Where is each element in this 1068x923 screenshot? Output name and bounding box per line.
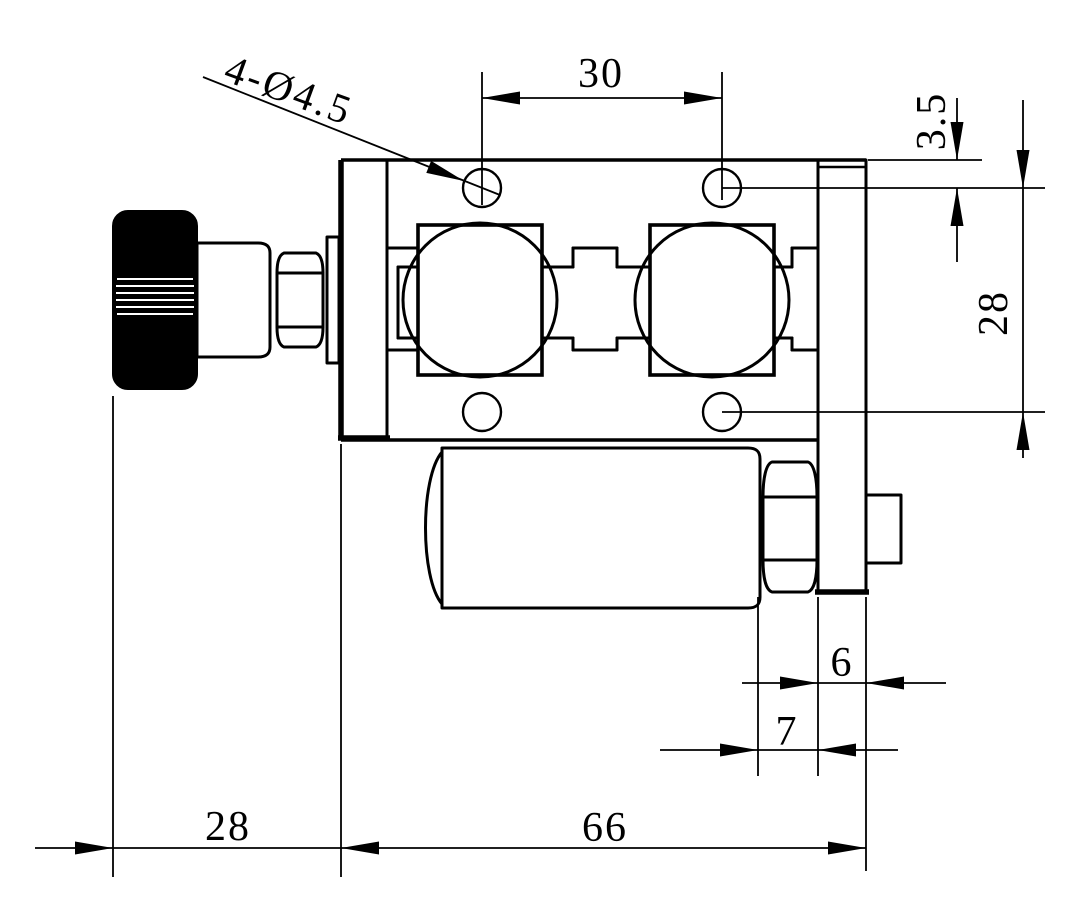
dim-28-bottom-label: 28 <box>205 804 251 850</box>
dim-3-5-label: 3.5 <box>909 92 955 151</box>
bottom-cylinder <box>424 446 762 610</box>
dim-7-label: 7 <box>776 709 799 755</box>
dim-bottom-chain: 28 66 <box>35 396 866 877</box>
port-left <box>401 221 559 379</box>
dim-66-label: 66 <box>582 805 628 851</box>
knurl-lines <box>116 278 194 315</box>
hole-callout-label: 4-Ø4.5 <box>219 45 360 134</box>
knurled-knob <box>112 210 198 390</box>
spacer-plate <box>325 235 341 365</box>
hex-nut-right <box>761 460 819 594</box>
leader-arrowhead <box>426 160 464 181</box>
dim-plate-thickness: 6 <box>742 597 946 871</box>
mounting-hole-bottom-left <box>461 391 503 433</box>
internal-channel <box>385 246 820 352</box>
dim-nut-to-plate: 7 <box>660 597 898 776</box>
hex-nut-left <box>275 251 325 349</box>
mounting-flange-left <box>338 158 390 442</box>
port-right <box>633 221 791 379</box>
dim-30-label: 30 <box>578 51 624 97</box>
side-boss <box>864 493 903 565</box>
dim-top-hole-spacing: 30 <box>481 51 723 205</box>
knob-stem-cylinder <box>195 241 272 359</box>
cylinder-end-cap <box>424 450 444 606</box>
dim-hole-row-spacing: 28 <box>722 100 1045 458</box>
dim-28-right-label: 28 <box>971 290 1017 336</box>
hole-callout-leader: 4-Ø4.5 <box>202 45 501 196</box>
dim-edge-to-hole: 3.5 <box>722 92 1045 262</box>
dim-6-label: 6 <box>831 640 854 686</box>
mounting-plate-right <box>815 158 869 595</box>
